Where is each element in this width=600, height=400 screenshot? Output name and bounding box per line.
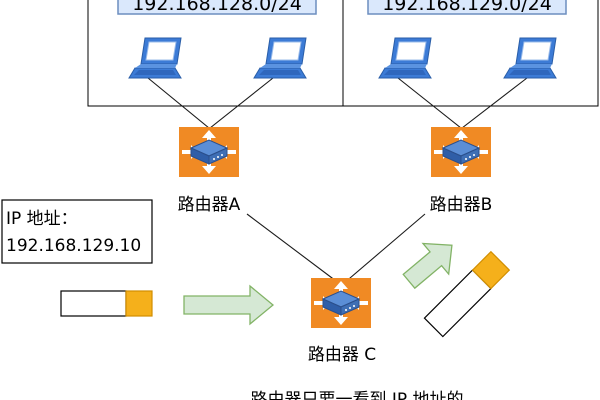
subnet-box-b xyxy=(342,0,599,107)
ip-address-box xyxy=(1,199,153,264)
caption-text: 路由器只要一看到 IP 地址的 xyxy=(250,390,463,400)
wire-routerA-routerC xyxy=(246,213,341,285)
wire-routerB-routerC xyxy=(342,213,426,285)
wire-laptop2-routerA xyxy=(209,77,274,129)
wire-laptop1-routerA xyxy=(147,77,210,129)
subnet-label-bg-a xyxy=(117,0,317,15)
laptop-icon xyxy=(378,37,432,79)
laptop-icon xyxy=(128,37,182,79)
ip-label: IP 地址： xyxy=(6,209,78,229)
wire-laptop3-routerB xyxy=(397,77,462,129)
subnet-label-b: 192.168.129.0/24 xyxy=(382,0,552,15)
router-c-label: 路由器 C xyxy=(308,345,376,365)
packet-icon xyxy=(423,250,511,338)
router-a-label: 路由器A xyxy=(178,195,241,215)
wire-laptop4-routerB xyxy=(461,77,528,129)
packet-icon xyxy=(60,290,153,317)
subnet-label-bg-b xyxy=(367,0,567,15)
router-b-icon xyxy=(430,126,492,178)
subnet-label-a: 192.168.128.0/24 xyxy=(132,0,302,15)
laptop-icon xyxy=(503,37,557,79)
ip-value: 192.168.129.10 xyxy=(6,236,141,256)
arrow-right-icon xyxy=(402,242,453,290)
router-c-icon xyxy=(310,277,372,329)
router-a-icon xyxy=(178,126,240,178)
arrow-right-icon xyxy=(183,284,275,326)
subnet-box-a xyxy=(87,0,344,107)
laptop-icon xyxy=(253,37,307,79)
router-b-label: 路由器B xyxy=(430,195,493,215)
